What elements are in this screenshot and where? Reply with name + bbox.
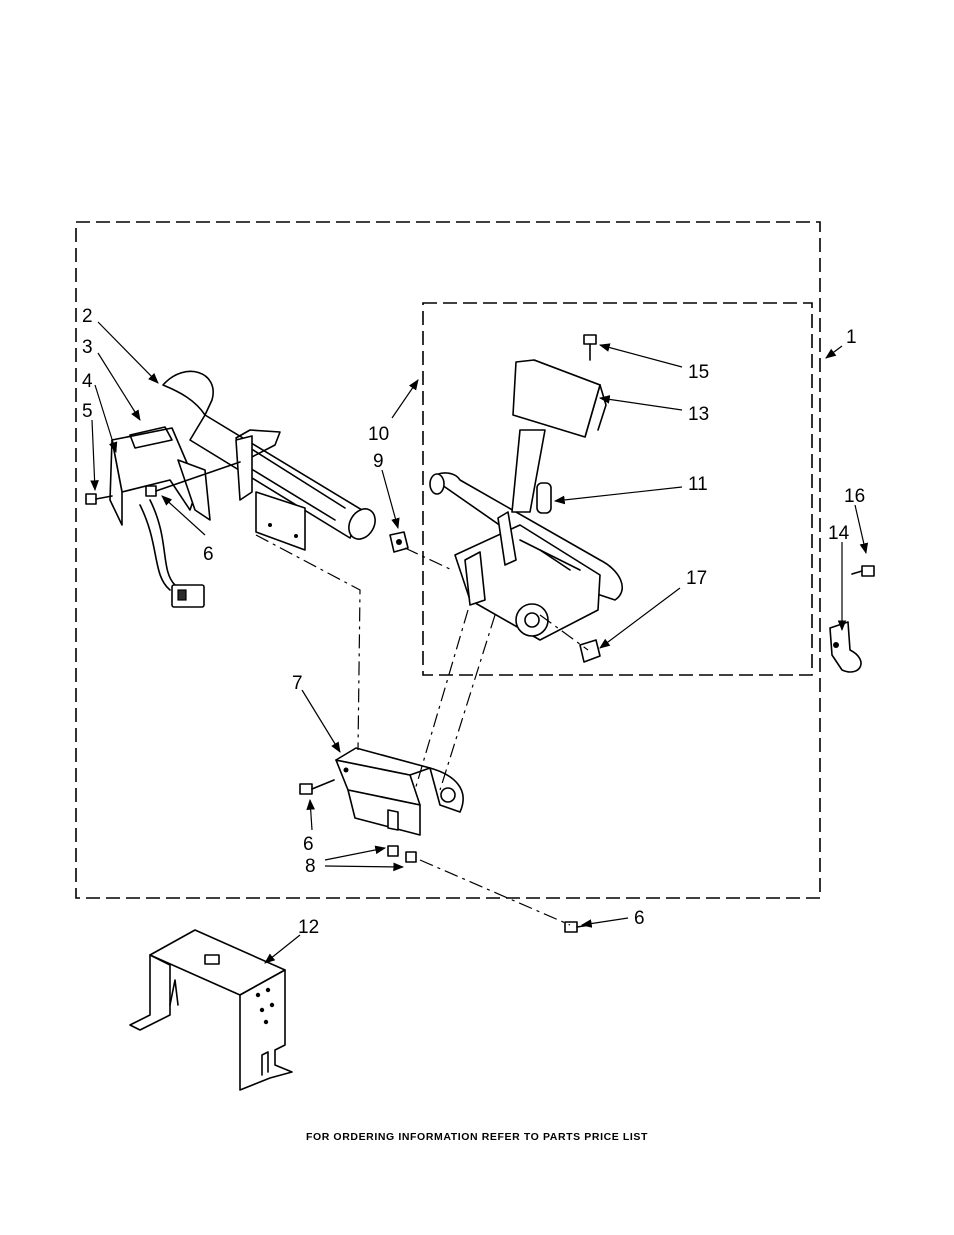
callout-6c: 6 <box>634 908 645 929</box>
callout-16: 16 <box>844 486 865 507</box>
callout-9: 9 <box>373 451 384 472</box>
callout-6a: 6 <box>203 544 214 565</box>
callout-12: 12 <box>298 917 319 938</box>
ordering-footnote: FOR ORDERING INFORMATION REFER TO PARTS … <box>305 1131 649 1143</box>
valve-bracket <box>335 747 464 836</box>
callout-14: 14 <box>828 523 850 544</box>
callout-8: 8 <box>305 856 316 877</box>
mounting-plate <box>235 435 306 551</box>
burner-tube <box>162 370 376 540</box>
alignment-lines <box>255 534 589 926</box>
callout-labels: 2 3 4 5 6 9 10 15 13 11 17 1 16 14 7 6 8… <box>82 306 865 938</box>
gas-valve-assembly <box>429 359 623 663</box>
callout-7: 7 <box>292 673 303 694</box>
igniter-bracket <box>109 426 211 608</box>
screw-6a <box>145 461 241 497</box>
tube-clip <box>829 621 862 673</box>
callout-4: 4 <box>82 371 93 392</box>
screws-8 <box>387 845 417 863</box>
callout-1: 1 <box>846 327 857 348</box>
screw-6b <box>299 779 335 795</box>
callout-3: 3 <box>82 337 93 358</box>
screw-5 <box>85 493 113 505</box>
callout-10: 10 <box>368 424 389 445</box>
callout-2: 2 <box>82 306 93 327</box>
callout-13: 13 <box>688 404 709 425</box>
assembly-boundary-inner <box>422 302 813 676</box>
bottom-bracket <box>129 929 293 1091</box>
callout-15: 15 <box>688 362 709 383</box>
callout-11: 11 <box>688 474 708 495</box>
screw-15 <box>583 334 597 361</box>
screw-16 <box>851 565 875 577</box>
screw-6c <box>564 921 591 933</box>
leader-lines <box>90 321 869 964</box>
assembly-boundary-outer <box>75 221 821 899</box>
orifice <box>389 531 409 553</box>
callout-6b: 6 <box>303 834 314 855</box>
callout-5: 5 <box>82 401 93 422</box>
callout-17: 17 <box>686 568 707 589</box>
